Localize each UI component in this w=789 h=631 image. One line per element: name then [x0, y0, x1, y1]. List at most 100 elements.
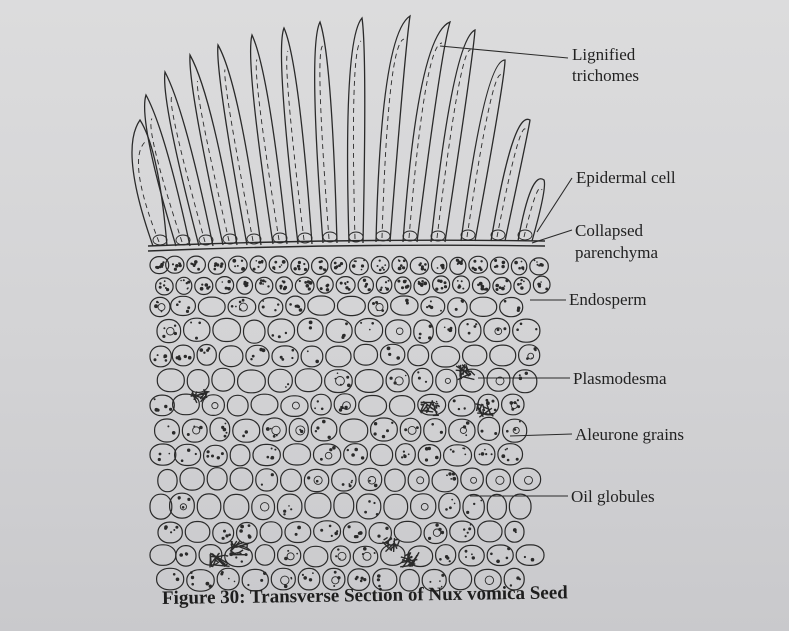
endosperm-cell	[180, 468, 204, 490]
cell-granule	[322, 420, 326, 424]
cell-granule	[431, 423, 434, 426]
cell-granule	[315, 360, 319, 364]
cell-granule	[173, 573, 176, 576]
cell-granule	[242, 435, 245, 438]
cell-granule	[449, 506, 452, 509]
cell-granule	[234, 265, 236, 267]
cell-granule	[271, 448, 273, 450]
cell-granule	[368, 288, 371, 291]
cell-granule	[363, 578, 366, 581]
endosperm-cell	[198, 297, 225, 316]
cell-granule	[319, 266, 323, 270]
cell-granule	[361, 264, 364, 267]
cell-granule	[239, 301, 242, 304]
endosperm-cell	[150, 545, 176, 566]
cell-granule	[439, 580, 441, 582]
endosperm-cell	[392, 257, 407, 274]
cell-granule	[178, 301, 180, 303]
cell-granule	[188, 356, 192, 360]
cell-granule	[336, 530, 338, 532]
cell-granule	[535, 328, 537, 330]
endosperm-cell	[256, 469, 278, 491]
endosperm-cell	[150, 297, 170, 316]
endosperm-cell	[490, 345, 516, 366]
cell-granule	[506, 557, 509, 560]
cell-granule	[531, 558, 535, 562]
endosperm-cell	[246, 345, 269, 366]
endosperm-cell	[212, 368, 235, 391]
endosperm-cell	[400, 418, 421, 441]
cell-granule	[519, 374, 521, 376]
cell-granule	[440, 310, 442, 312]
cell-granule	[253, 268, 256, 271]
cell-granule	[398, 260, 400, 262]
cell-granule	[464, 454, 466, 456]
endosperm-cell	[390, 396, 415, 417]
cell-granule	[447, 328, 450, 331]
cell-granule	[309, 321, 313, 325]
cell-granule	[250, 358, 252, 360]
cell-granule	[480, 260, 482, 262]
cell-granule	[182, 506, 185, 509]
endosperm-cell	[325, 370, 353, 393]
trichome-base	[176, 235, 190, 245]
cell-granule	[406, 302, 409, 305]
cell-granule	[429, 325, 432, 328]
cell-granule	[343, 334, 346, 337]
cell-granule	[504, 285, 506, 287]
endosperm-cell	[326, 319, 352, 342]
cell-granule	[228, 578, 230, 580]
cell-granule	[494, 432, 497, 435]
cell-granule	[274, 261, 277, 264]
cell-granule	[424, 269, 426, 271]
cell-granule	[208, 347, 211, 350]
cell-granule	[475, 323, 477, 325]
cell-granule	[485, 453, 487, 455]
cell-granule	[340, 262, 343, 265]
cell-granule	[400, 264, 403, 267]
endosperm-cell	[244, 320, 266, 343]
cell-granule	[304, 268, 307, 271]
endosperm-cell	[150, 346, 171, 367]
cell-granule	[221, 571, 224, 574]
endosperm-cell	[157, 369, 184, 392]
cell-granule	[480, 500, 482, 502]
cell-granule	[345, 286, 348, 289]
cell-granule	[365, 283, 368, 286]
oil-globule	[528, 353, 534, 359]
endosperm-cell	[412, 368, 433, 391]
cell-granule	[516, 328, 519, 331]
cell-granule	[481, 285, 485, 289]
cell-granule	[225, 287, 228, 290]
cell-granule	[237, 265, 239, 267]
cell-granule	[468, 527, 471, 530]
trichome-base	[518, 230, 532, 240]
cell-granule	[418, 377, 421, 380]
plasmodesma-mark	[411, 552, 419, 565]
cell-granule	[449, 560, 451, 562]
cell-granule	[278, 335, 281, 338]
cell-granule	[374, 432, 377, 435]
cell-granule	[262, 279, 265, 282]
endosperm-cell	[158, 470, 177, 492]
cell-granule	[441, 531, 444, 534]
cell-granule	[337, 372, 339, 374]
cell-granule	[316, 480, 319, 483]
trichome-wall	[315, 22, 337, 243]
cell-granule	[183, 279, 185, 281]
cell-granule	[374, 552, 376, 554]
cell-granule	[484, 449, 486, 451]
cell-granule	[446, 474, 448, 476]
endosperm-cell	[171, 296, 196, 315]
endosperm-cell	[276, 277, 293, 294]
plasmodesma-mark	[214, 565, 230, 566]
cell-granule	[232, 259, 236, 263]
cell-granule	[304, 281, 307, 284]
endosperm-cell	[295, 369, 321, 392]
cell-granule	[334, 266, 337, 269]
cell-granule	[299, 280, 301, 282]
cell-granule	[439, 280, 442, 283]
endosperm-cell	[185, 522, 210, 543]
endosperm-cell	[469, 256, 488, 273]
endosperm-cell	[498, 444, 523, 465]
